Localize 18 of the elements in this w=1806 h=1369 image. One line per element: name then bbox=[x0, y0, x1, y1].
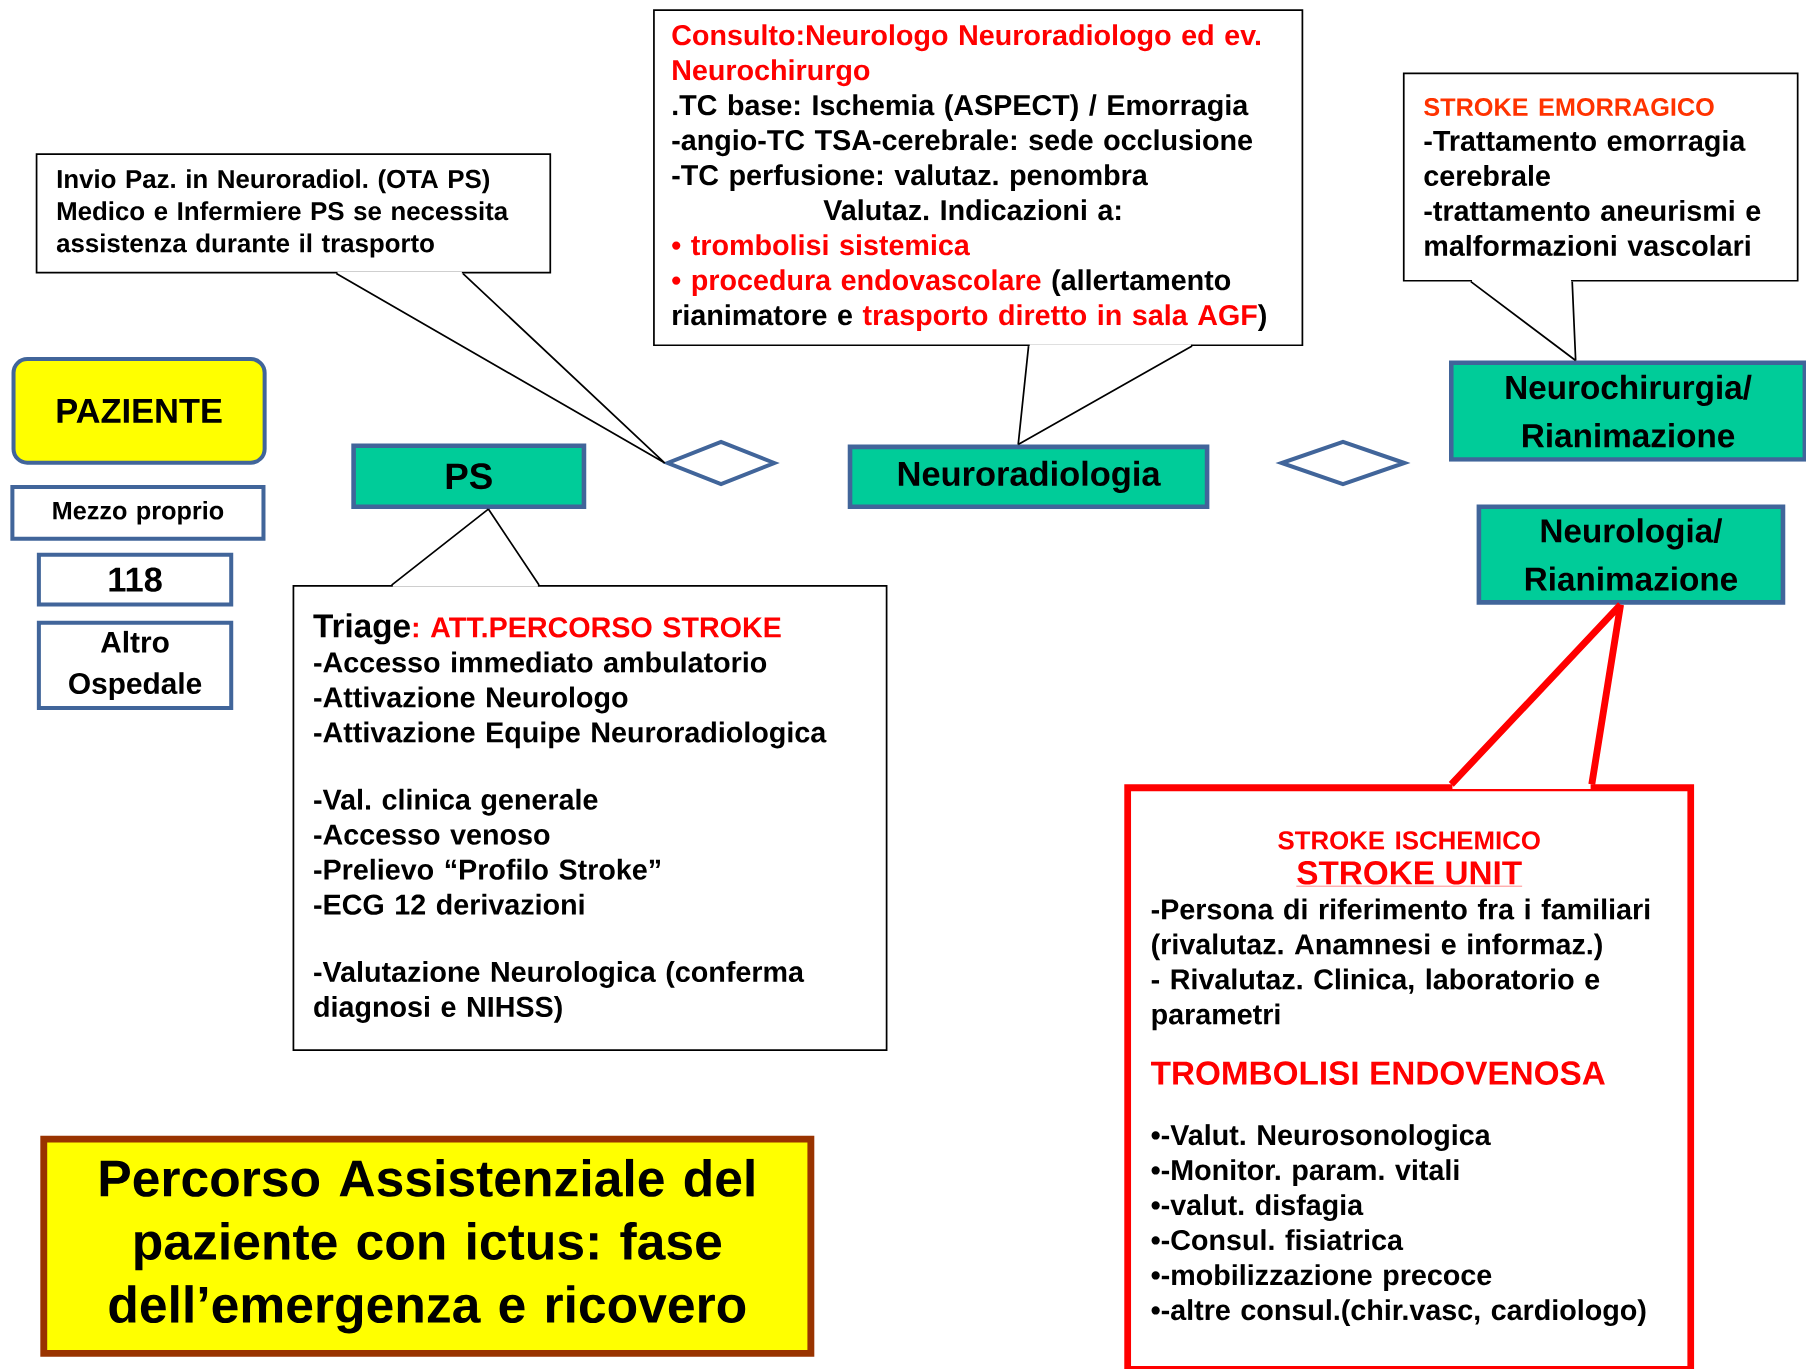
callout-box: Invio Paz. in Neuroradiol. (OTA PS) Medico e Infermiere PS se necessita assistenza durante il trasporto bbox=[35, 152, 552, 276]
title-box: Percorso Assistenziale del paziente con ictus: fase dell’emergenza e ricovero bbox=[40, 1135, 815, 1357]
callout-pointer bbox=[335, 272, 666, 464]
callout-box: STROKE ISCHEMICO STROKE UNIT -Persona di riferimento fra i familiari (rivalutaz. Anamnesi e informaz.) - Rivalutaz. Clinica, laboratorio e parametri TROMBOLISI ENDOVENOSA •-Valut. Neurosonologica •-Monitor. param. vitali •-valut. disfagia •-Consul. fisiatrica •-mobilizzazione precoce •-altre consul.(chir.vasc, cardiologo) bbox=[1124, 779, 1695, 1369]
patient-box: PAZIENTE bbox=[11, 356, 267, 465]
arrival-box: Mezzo proprio bbox=[10, 484, 266, 541]
arrival-box: Altro Ospedale bbox=[36, 620, 234, 710]
callout-box: Consulto:Neurologo Neuroradiologo ed ev. Neurochirurgo .TC base: Ischemia (ASPECT) / Emorragia -angio-TC TSA-cerebrale: sede occlusione -TC perfusione: valutaz. penombra Valutaz. Indicazioni a: • trombolisi sistemica • procedura endovascolare (allertamento rianimatore e trasporto diretto in sala AGF) bbox=[653, 8, 1304, 348]
callout-pointer bbox=[1447, 601, 1624, 788]
callout-box: STROKE EMORRAGICO -Trattamento emorragia cerebrale -trattamento aneurismi e malformazioni vascolari bbox=[1402, 72, 1799, 284]
callout-pointer bbox=[1017, 345, 1193, 446]
arrival-box: 118 bbox=[36, 552, 234, 607]
ward-box: Neuroradiologia bbox=[847, 444, 1210, 509]
callout-pointer bbox=[1470, 280, 1577, 362]
ward-box: Neurologia/ Rianimazione bbox=[1476, 504, 1786, 605]
ward-box: Neurochirurgia/ Rianimazione bbox=[1448, 360, 1806, 462]
ward-box: PS bbox=[351, 443, 587, 509]
callout-pointer bbox=[390, 507, 540, 586]
